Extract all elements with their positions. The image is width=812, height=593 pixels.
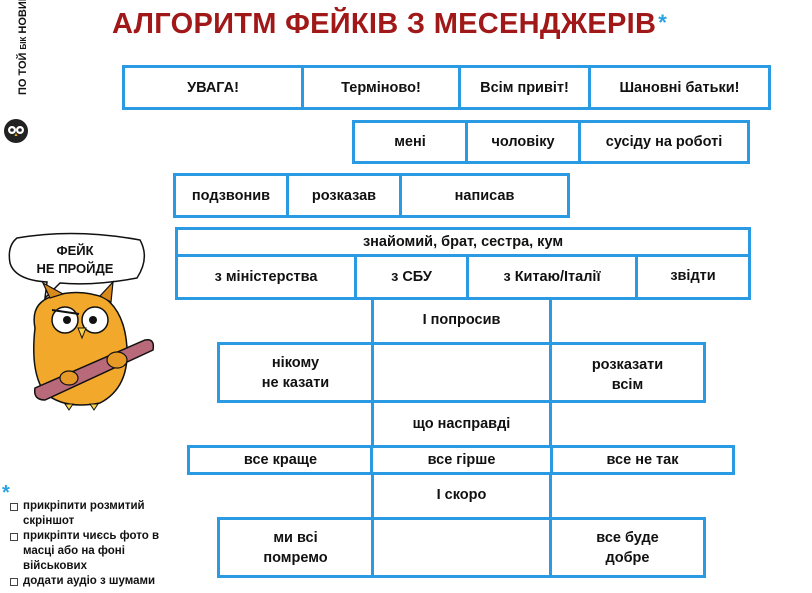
box-dear-parents: Шановні батьки!	[588, 65, 771, 110]
box-ministry-label: з міністерства	[214, 269, 318, 285]
box-acquaintance: знайомий, брат, сестра, кум	[175, 227, 751, 257]
box-wrong: все не так	[552, 447, 733, 473]
box-asked-label: І попросив	[422, 312, 501, 328]
box-coworker-label: сусіду на роботі	[605, 134, 723, 150]
logo: ПО ТОЙ БІК НОВИН	[0, 0, 34, 150]
state-divider-left	[370, 448, 373, 472]
box-soon-label: І скоро	[436, 487, 487, 503]
logo-text-small: БІК	[19, 36, 28, 50]
state-divider-right	[550, 448, 553, 472]
box-from-there-label: звідти	[670, 268, 716, 284]
box-all-good-label: все буде добре	[596, 529, 659, 566]
box-tell-no-one: нікому не казати	[217, 342, 374, 403]
owl-logo-icon	[4, 119, 28, 143]
box-worse-label: все гірше	[427, 452, 496, 468]
box-tell-everyone-label: розказати всім	[591, 357, 664, 393]
box-worse: все гірше	[371, 447, 552, 473]
box-better-label: все краще	[243, 452, 318, 468]
owl-illustration: ФЕЙК НЕ ПРОЙДЕ	[8, 232, 155, 411]
box-tell-no-one-label: нікому не казати	[261, 354, 330, 391]
box-center-blank	[371, 342, 552, 403]
title-text: АЛГОРИТМ ФЕЙКІВ З МЕСЕНДЖЕРІВ	[112, 8, 657, 40]
page-title: АЛГОРИТМ ФЕЙКІВ З МЕСЕНДЖЕРІВ*	[112, 8, 667, 41]
box-urgent: Терміново!	[301, 65, 461, 110]
logo-text-end: НОВИН	[17, 0, 29, 34]
box-hello-all: Всім привіт!	[458, 65, 591, 110]
box-all-good: все буде добре	[549, 517, 706, 578]
box-we-all-die: ми всі помремо	[217, 517, 374, 578]
footnote-item: прикріпити розмитий скріншот	[10, 499, 190, 529]
box-wrote-label: написав	[454, 187, 515, 204]
box-husband: чоловіку	[465, 120, 581, 164]
box-husband-label: чоловіку	[491, 134, 555, 150]
box-ministry: з міністерства	[175, 254, 357, 300]
box-called: подзвонив	[173, 173, 289, 218]
footnote-asterisk: *	[2, 482, 10, 504]
box-state-row	[187, 445, 735, 475]
title-asterisk: *	[658, 10, 668, 35]
box-attention: УВАГА!	[122, 65, 304, 110]
box-asked: І попросив	[371, 297, 552, 345]
speech-line-2: НЕ ПРОЙДЕ	[37, 261, 114, 276]
box-wrote: написав	[399, 173, 570, 218]
box-better: все краще	[190, 447, 371, 473]
box-china-italy: з Китаю/Італії	[466, 254, 638, 300]
footnote-list: прикріпити розмитий скріншот прикріпти ч…	[10, 499, 190, 589]
box-soon: І скоро	[371, 472, 552, 520]
box-attention-label: УВАГА!	[187, 79, 239, 96]
box-me: мені	[352, 120, 468, 164]
box-urgent-label: Терміново!	[341, 79, 421, 96]
box-acquaintance-label: знайомий, брат, сестра, кум	[362, 234, 564, 250]
box-tell-everyone: розказати всім	[549, 342, 706, 403]
box-sbu: з СБУ	[354, 254, 469, 300]
box-wrong-label: все не так	[606, 452, 679, 468]
box-from-there: звідти	[635, 254, 751, 300]
box-told: розказав	[286, 173, 402, 218]
box-sbu-label: з СБУ	[391, 269, 432, 285]
box-center-blank-bottom	[371, 517, 552, 578]
box-actually-label: що насправді	[412, 416, 511, 432]
logo-text: ПО ТОЙ БІК НОВИН	[17, 0, 29, 95]
footnote-item: прикріпти чиєсь фото в масці або на фоні…	[10, 529, 190, 574]
speech-line-1: ФЕЙК	[56, 243, 93, 258]
logo-text-main: ПО ТОЙ	[17, 52, 29, 95]
box-dear-parents-label: Шановні батьки!	[619, 79, 740, 96]
box-hello-all-label: Всім привіт!	[480, 79, 569, 96]
box-china-italy-label: з Китаю/Італії	[503, 269, 601, 285]
box-me-label: мені	[394, 134, 426, 150]
box-actually: що насправді	[371, 400, 552, 448]
footnote-item: додати аудіо з шумами	[10, 574, 190, 589]
box-told-label: розказав	[311, 187, 377, 204]
box-coworker: сусіду на роботі	[578, 120, 750, 164]
box-called-label: подзвонив	[191, 187, 271, 204]
box-we-all-die-label: ми всі помремо	[263, 529, 328, 566]
